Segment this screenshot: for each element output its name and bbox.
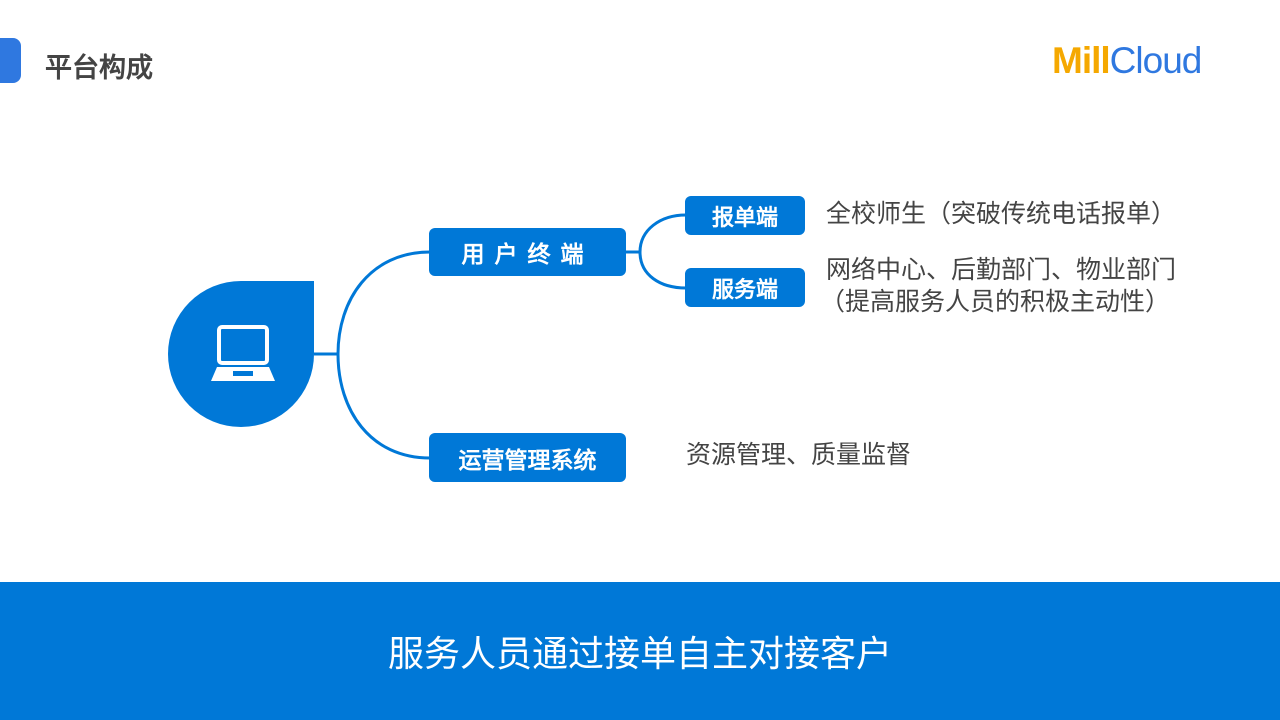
root-node [168,281,314,427]
report-end-node: 报单端 [685,196,805,235]
user-terminal-node: 用户终端 [429,228,626,276]
report-desc: 全校师生（突破传统电话报单） [826,199,1177,228]
ops-desc: 资源管理、质量监督 [686,440,912,469]
title-accent-bar [0,38,21,83]
ops-system-node: 运营管理系统 [429,433,626,482]
service-end-node: 服务端 [685,268,805,307]
footer-banner: 服务人员通过接单自主对接客户 [0,582,1280,720]
page-title: 平台构成 [45,53,153,84]
service-desc-line2: （提高服务人员的积极主动性） [820,287,1171,316]
logo-cloud: Cloud [1109,40,1203,81]
logo-mill: Mill [1052,40,1111,81]
laptop-icon [211,325,275,381]
service-desc-line1: 网络中心、后勤部门、物业部门 [826,255,1177,284]
millcloud-logo: MillCloud [1052,40,1203,82]
footer-text: 服务人员通过接单自主对接客户 [387,634,892,675]
